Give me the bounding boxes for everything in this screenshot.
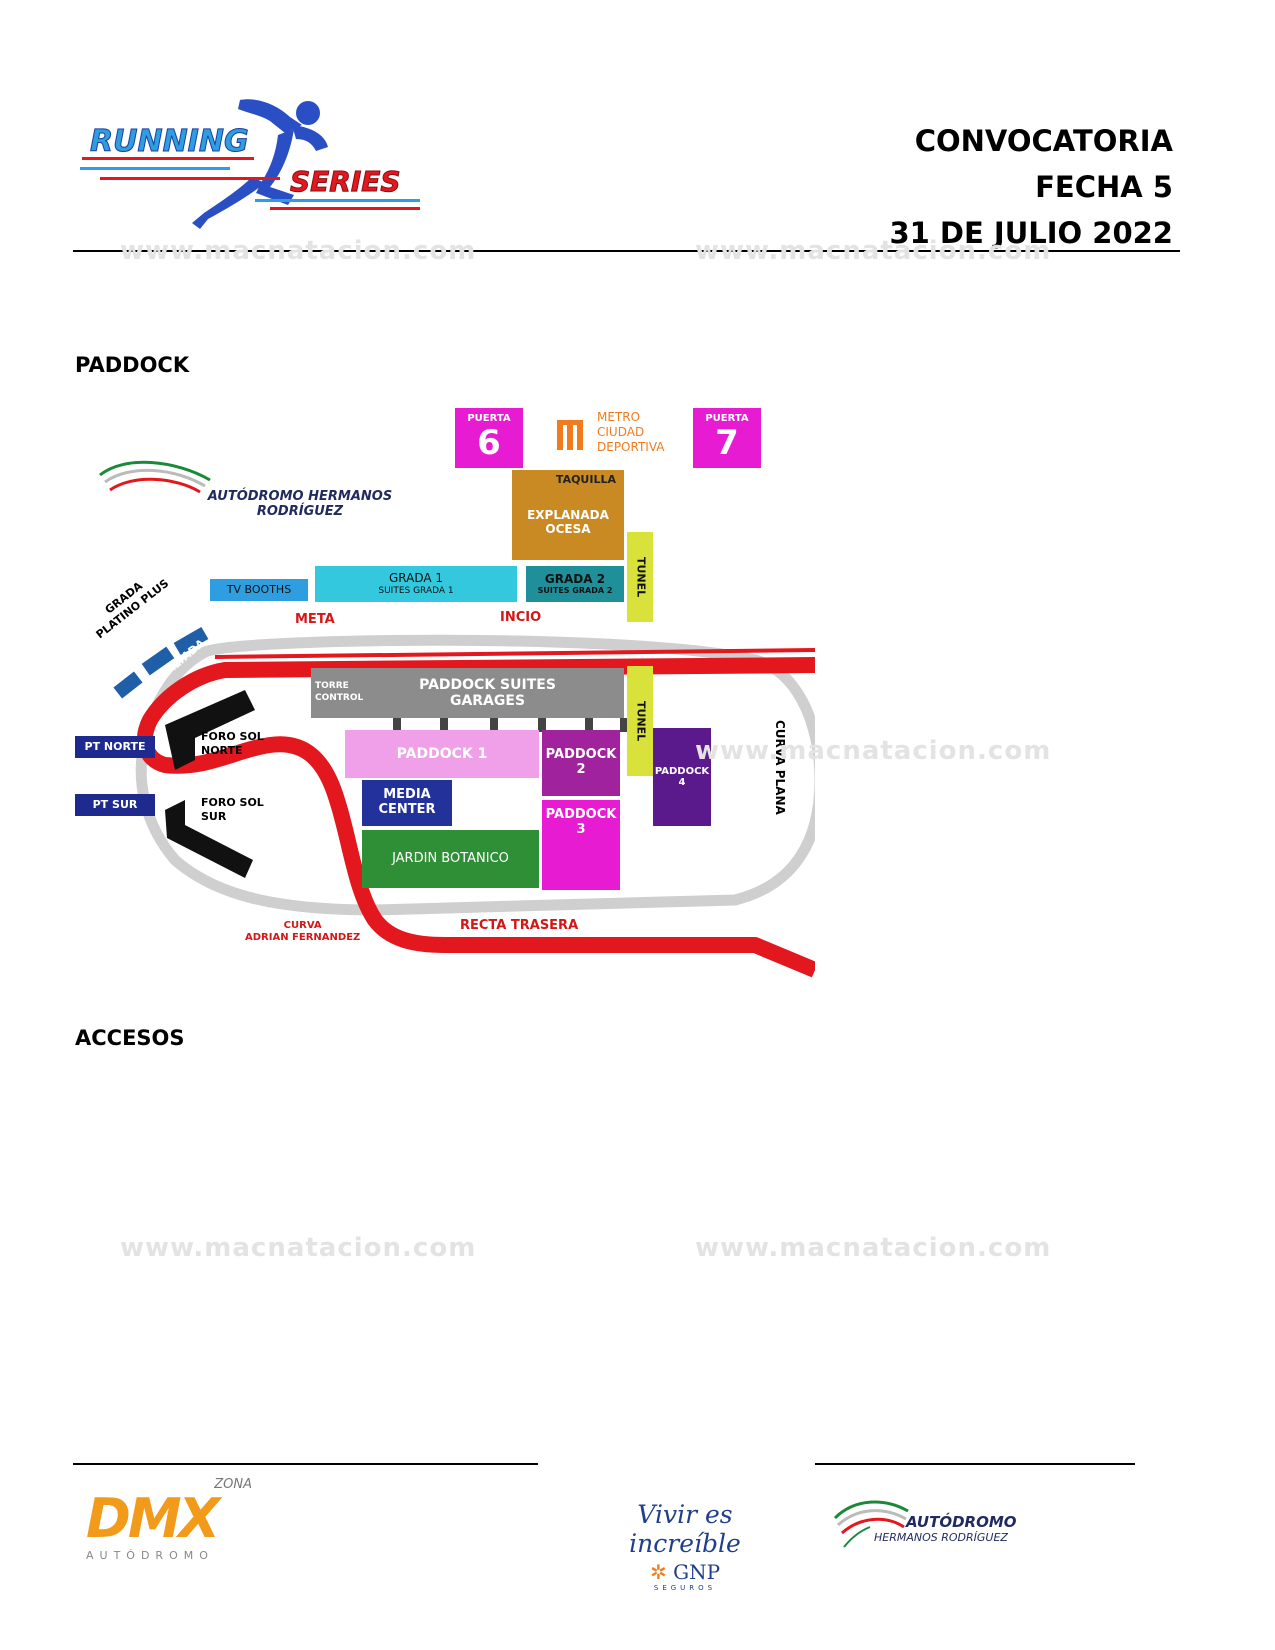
foro-sol-sur-label: FORO SOL SUR (201, 796, 264, 824)
media-center-line-2: CENTER (378, 802, 436, 817)
grada-1: GRADA 1 SUITES GRADA 1 (315, 566, 517, 602)
grada-2: GRADA 2 SUITES GRADA 2 (526, 566, 624, 602)
dmx-wordmark: DMX (86, 1487, 220, 1550)
paddock-suites-line-2: GARAGES (449, 693, 526, 709)
taquilla-label: TAQUILLA (555, 473, 616, 486)
jardin-botanico: JARDIN BOTANICO (362, 830, 539, 888)
suites-grada-2-label: SUITES GRADA 2 (537, 586, 613, 596)
gnp-logo: Vivir es increíble ✲ GNP SEGUROS (580, 1500, 790, 1592)
section-heading-accesos: ACCESOS (75, 1026, 185, 1050)
zona-dmx-logo: ZONA DMX AUTÓDROMO (80, 1477, 260, 1567)
title-line-2: FECHA 5 (1035, 170, 1173, 204)
running-word: RUNNING (90, 124, 249, 159)
autodromo-name: AUTÓDROMO (906, 1513, 1017, 1531)
foro-sol-sur-line-2: SUR (201, 810, 227, 823)
curva-adrian-fernandez-label: CURVA ADRIAN FERNANDEZ (245, 920, 360, 944)
metro-ciudad-deportiva: METRO CIUDAD DEPORTIVA (597, 410, 665, 455)
puerta-7: PUERTA 7 (693, 408, 761, 468)
paddock-3-line-2: 3 (576, 821, 586, 837)
watermark: www.macnatacion.com (695, 736, 1052, 766)
pt-norte: PT NORTE (75, 736, 155, 758)
header-divider (73, 250, 1180, 252)
inicio-label: INCIO (500, 610, 542, 625)
footer-divider-left (73, 1463, 538, 1465)
puerta-6-label: PUERTA (467, 412, 511, 424)
gnp-flower-icon: ✲ (649, 1560, 667, 1584)
puerta-7-label: PUERTA (705, 412, 749, 424)
watermark: www.macnatacion.com (120, 236, 477, 266)
meta-label: META (295, 612, 335, 627)
pt-sur: PT SUR (75, 794, 155, 816)
paddock-suites-line-1: PADDOCK SUITES (419, 676, 556, 693)
foro-sol-sur-line-1: FORO SOL (201, 796, 264, 809)
gnp-slogan: Vivir es increíble (629, 1500, 741, 1558)
recta-trasera-label: RECTA TRASERA (460, 918, 579, 933)
grada-1-label: GRADA 1 (388, 570, 444, 585)
autodromo-map-logo: AUTÓDROMO HERMANOS RODRÍGUEZ (207, 489, 393, 519)
paddock-4-line-2: 4 (678, 777, 686, 788)
tunel-top: TUNEL (627, 532, 653, 622)
document-title: CONVOCATORIA FECHA 5 31 DE JULIO 2022 (889, 118, 1173, 256)
gnp-brand: GNP (673, 1560, 721, 1584)
puerta-6: PUERTA 6 (455, 408, 523, 468)
curva-plana-label: CURVA PLANA (773, 720, 787, 815)
curva-adrian-line-1: CURVA (283, 920, 322, 931)
running-series-logo: RUNNING SERIES (80, 95, 430, 235)
dmx-zona-label: ZONA (214, 1477, 252, 1492)
title-line-1: CONVOCATORIA (914, 124, 1173, 158)
paddock-map: AUTÓDROMO HERMANOS RODRÍGUEZ PUERTA 6 PU… (75, 408, 815, 1000)
curva-adrian-line-2: ADRIAN FERNANDEZ (245, 932, 361, 943)
suites-grada-1-label: SUITES GRADA 1 (378, 585, 454, 596)
explanada-line-2: OCESA (545, 522, 591, 536)
gnp-sub: SEGUROS (653, 1584, 717, 1592)
foro-sol-norte-line-1: FORO SOL (201, 730, 264, 743)
paddock-4: PADDOCK 4 (653, 728, 711, 826)
explanada-ocesa: TAQUILLA EXPLANADA OCESA (512, 470, 624, 560)
paddock-suites-garages: PADDOCK SUITES GARAGES TORRE CONTROL (311, 668, 624, 718)
foro-sol-norte-line-2: NORTE (201, 744, 243, 757)
paddock-1: PADDOCK 1 (345, 730, 539, 778)
title-line-3: 31 DE JULIO 2022 (889, 216, 1173, 250)
metro-line-1: METRO (597, 410, 641, 424)
foro-sol-norte-label: FORO SOL NORTE (201, 730, 264, 758)
puerta-7-number: 7 (715, 423, 739, 464)
paddock-2: PADDOCK 2 (542, 730, 620, 796)
metro-line-3: DEPORTIVA (597, 440, 665, 454)
paddock-2-line-1: PADDOCK (545, 747, 617, 763)
grada-2-label: GRADA 2 (544, 571, 606, 586)
torre-control-line-2: CONTROL (315, 693, 364, 703)
paddock-4-line-1: PADDOCK (654, 765, 710, 777)
tv-booths: TV BOOTHS (210, 579, 308, 601)
media-center-line-1: MEDIA (383, 787, 431, 803)
autodromo-swoosh-icon (833, 1500, 909, 1548)
footer-divider-right (815, 1463, 1135, 1465)
paddock-3-line-1: PADDOCK (545, 807, 617, 822)
gnp-brand-row: ✲ GNP (580, 1560, 790, 1584)
watermark: www.macnatacion.com (695, 236, 1052, 266)
autodromo-footer-logo: AUTÓDROMO HERMANOS RODRÍGUEZ (830, 1493, 1030, 1563)
torre-control-label: TORRE CONTROL (315, 680, 363, 704)
tunel-bottom: TUNEL (627, 666, 653, 776)
explanada-line-1: EXPLANADA (527, 508, 609, 523)
puerta-6-number: 6 (477, 423, 501, 464)
paddock-3: PADDOCK 3 (542, 800, 620, 890)
paddock-2-line-2: 2 (576, 762, 586, 777)
torre-control-line-1: TORRE (315, 681, 349, 691)
autodromo-sub: HERMANOS RODRÍGUEZ (874, 1531, 1008, 1544)
watermark: www.macnatacion.com (120, 1233, 477, 1263)
watermark: www.macnatacion.com (695, 1233, 1052, 1263)
series-word: SERIES (290, 165, 401, 198)
media-center: MEDIA CENTER (362, 780, 452, 826)
dmx-sub-label: AUTÓDROMO (86, 1549, 214, 1562)
section-heading-paddock: PADDOCK (75, 353, 190, 377)
metro-line-2: CIUDAD (597, 425, 645, 439)
